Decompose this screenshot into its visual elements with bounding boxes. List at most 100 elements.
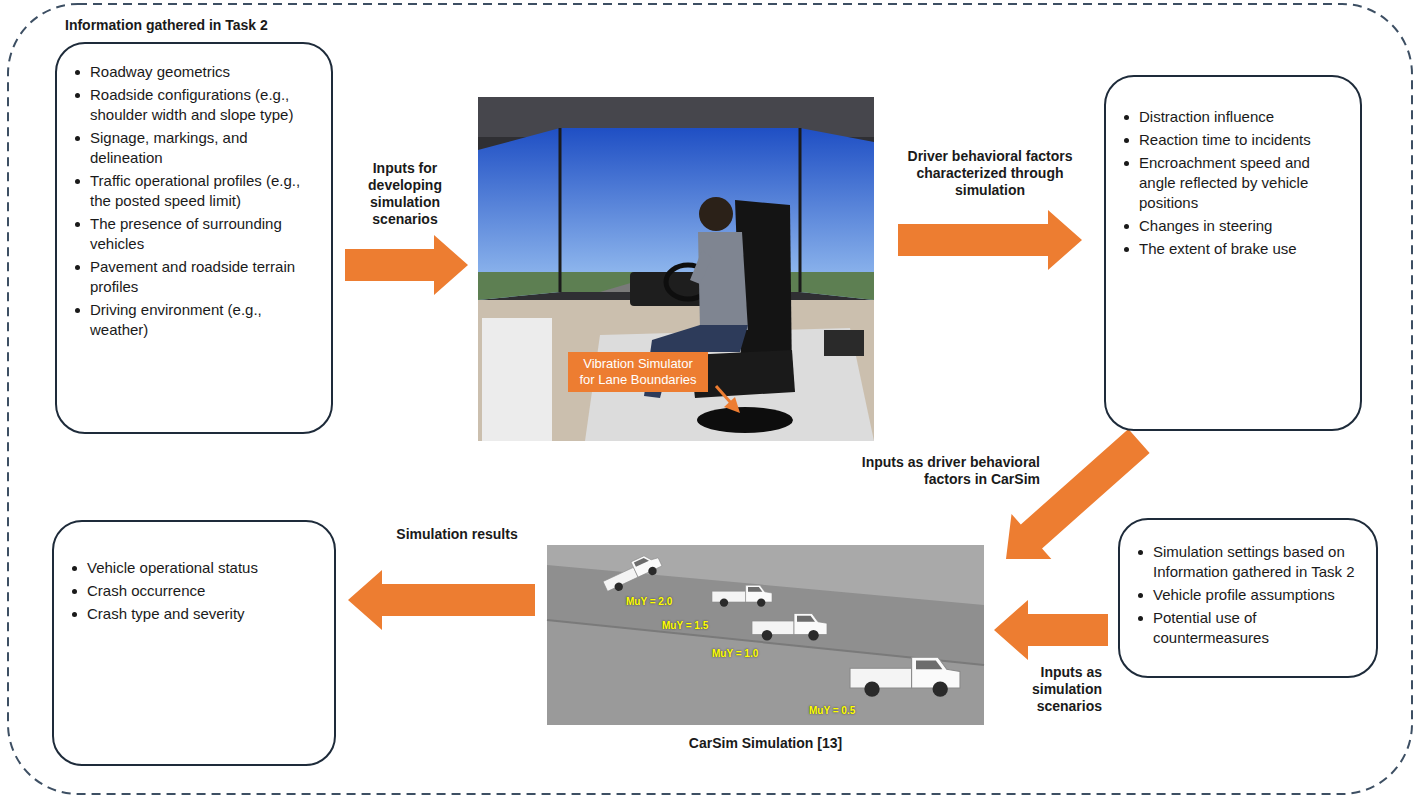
friction-label: MuY = 2.0	[626, 596, 672, 607]
simulator-photo	[478, 300, 874, 441]
bullet-text: Crash occurrence	[87, 581, 205, 601]
bullet-dot	[1138, 550, 1143, 555]
bullet-text: Distraction influence	[1139, 107, 1274, 127]
bullet-dot	[75, 222, 80, 227]
bullet-dot	[1124, 115, 1129, 120]
process-box: Information gathered in Task 2Roadway ge…	[55, 42, 333, 434]
bullet-item: Roadside configurations (e.g., shoulder …	[75, 85, 317, 125]
bullet-item: The extent of brake use	[1124, 239, 1346, 259]
callout-label: Vibration Simulator for Lane Boundaries	[568, 352, 708, 392]
bullet-item: Signage, markings, and delineation	[75, 128, 317, 168]
bullet-item: Changes in steering	[1124, 216, 1346, 236]
bullet-text: Simulation settings based on Information…	[1153, 542, 1362, 582]
simulator-photo	[699, 197, 733, 231]
friction-label: MuY = 0.5	[809, 705, 855, 716]
edge-label: Simulation results	[392, 526, 522, 543]
bullet-item: Vehicle profile assumptions	[1138, 585, 1362, 605]
edge-label: Driver behavioral factors characterized …	[900, 148, 1080, 199]
block-arrow	[994, 600, 1108, 660]
simulator-photo	[559, 128, 562, 292]
bullet-item: Crash type and severity	[72, 604, 320, 624]
truck-figures	[712, 585, 772, 607]
callout-pointer	[724, 397, 740, 413]
bullet-text: The presence of surrounding vehicles	[90, 214, 317, 254]
bullet-dot	[75, 265, 80, 270]
friction-label: MuY = 1.5	[662, 620, 708, 631]
bullet-text: Vehicle profile assumptions	[1153, 585, 1335, 605]
bullet-item: Driving environment (e.g., weather)	[75, 300, 317, 340]
bullet-dot	[1124, 138, 1129, 143]
block-arrow	[345, 235, 468, 295]
bullet-text: Roadway geometrics	[90, 62, 230, 82]
bullet-dot	[1138, 593, 1143, 598]
simulator-photo	[482, 318, 552, 441]
dashed-boundary	[8, 4, 1412, 794]
process-box: Simulation settings based on Information…	[1118, 518, 1378, 678]
block-arrow	[348, 570, 535, 630]
bullet-text: Vehicle operational status	[87, 558, 258, 578]
bullet-text: Crash type and severity	[87, 604, 245, 624]
bullet-item: Encroachment speed and angle reflected b…	[1124, 153, 1346, 213]
friction-label: MuY = 1.0	[712, 648, 758, 659]
bullet-text: The extent of brake use	[1139, 239, 1297, 259]
bullet-text: Roadside configurations (e.g., shoulder …	[90, 85, 317, 125]
edge-label: Inputs for developing simulation scenari…	[355, 160, 455, 228]
bullet-text: Traffic operational profiles (e.g., the …	[90, 171, 317, 211]
bullet-dot	[75, 93, 80, 98]
bullet-item: Distraction influence	[1124, 107, 1346, 127]
bullet-text: Encroachment speed and angle reflected b…	[1139, 153, 1346, 213]
simulator-photo	[478, 97, 874, 441]
bullet-text: Signage, markings, and delineation	[90, 128, 317, 168]
bullet-dot	[75, 136, 80, 141]
truck-figures	[601, 551, 665, 596]
callout-pointer	[716, 386, 740, 413]
simulator-photo	[478, 97, 874, 441]
bullet-item: The presence of surrounding vehicles	[75, 214, 317, 254]
simulator-photo	[698, 232, 748, 330]
truck-figures	[850, 657, 960, 697]
bullet-dot	[1124, 161, 1129, 166]
figure-caption: CarSim Simulation [13]	[547, 735, 984, 751]
box-heading: Information gathered in Task 2	[65, 17, 268, 33]
bullet-dot	[75, 308, 80, 313]
bullet-dot	[75, 70, 80, 75]
truck-figures	[601, 551, 960, 697]
bullet-dot	[72, 612, 77, 617]
bullet-dot	[1124, 224, 1129, 229]
edge-label: Inputs as simulation scenarios	[988, 664, 1102, 715]
bullet-text: Pavement and roadside terrain profiles	[90, 257, 317, 297]
bullet-dot	[1138, 616, 1143, 621]
bullet-item: Simulation settings based on Information…	[1138, 542, 1362, 582]
truck-figures	[752, 614, 827, 641]
bullet-dot	[72, 589, 77, 594]
bullet-item: Roadway geometrics	[75, 62, 317, 82]
simulation-image-panel: MuY = 2.0MuY = 1.5MuY = 1.0MuY = 0.5CarS…	[547, 545, 984, 725]
bullet-item: Vehicle operational status	[72, 558, 320, 578]
simulator-photo	[799, 128, 802, 292]
bullet-dot	[75, 179, 80, 184]
simulator-photo	[697, 407, 793, 433]
bullet-text: Potential use of countermeasures	[1153, 608, 1362, 648]
bullet-item: Potential use of countermeasures	[1138, 608, 1362, 648]
process-box: Distraction influenceReaction time to in…	[1104, 75, 1362, 431]
carsim-image	[547, 545, 984, 725]
block-arrow	[898, 210, 1082, 270]
bullet-text: Changes in steering	[1139, 216, 1272, 236]
bullet-item: Reaction time to incidents	[1124, 130, 1346, 150]
bullet-dot	[72, 566, 77, 571]
bullet-text: Driving environment (e.g., weather)	[90, 300, 317, 340]
simulator-photo	[690, 250, 712, 284]
bullet-item: Traffic operational profiles (e.g., the …	[75, 171, 317, 211]
bullet-dot	[1124, 247, 1129, 252]
bullet-item: Pavement and roadside terrain profiles	[75, 257, 317, 297]
edge-label: Inputs as driver behavioral factors in C…	[830, 454, 1040, 488]
carsim-image	[547, 545, 984, 725]
simulator-photo-panel: Vibration Simulator for Lane Boundaries	[478, 97, 874, 441]
process-box: Vehicle operational statusCrash occurren…	[52, 520, 336, 766]
bullet-item: Crash occurrence	[72, 581, 320, 601]
callout-pointer	[716, 386, 731, 403]
simulator-photo	[824, 330, 864, 356]
bullet-text: Reaction time to incidents	[1139, 130, 1311, 150]
